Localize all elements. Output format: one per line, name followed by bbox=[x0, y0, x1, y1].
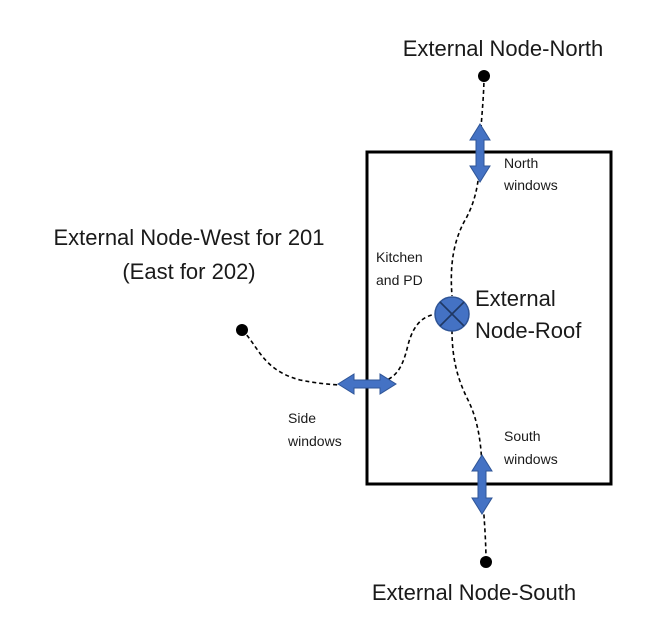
north-windows-label-line1: North bbox=[504, 155, 538, 171]
path-south bbox=[451, 329, 487, 563]
south-windows-label-line1: South bbox=[504, 428, 541, 444]
building-outline bbox=[365, 150, 613, 486]
path-north bbox=[450, 75, 485, 297]
kitchen-zone-label-line2: and PD bbox=[376, 272, 423, 288]
north-window-arrow bbox=[469, 123, 491, 183]
kitchen-zone-label-line1: Kitchen bbox=[376, 249, 423, 265]
roof-node-label-line1: External bbox=[475, 286, 556, 311]
path-west bbox=[241, 313, 439, 386]
side-windows-label-line2: windows bbox=[287, 433, 342, 449]
west-node-dot bbox=[236, 324, 248, 336]
north-node-label: External Node-North bbox=[403, 36, 604, 61]
side-window-arrow bbox=[337, 373, 397, 395]
west-node-label-line2: (East for 202) bbox=[122, 259, 255, 284]
south-node-dot bbox=[480, 556, 492, 568]
south-window-arrow bbox=[471, 454, 493, 515]
west-node-label-line1: External Node-West for 201 bbox=[53, 225, 324, 250]
north-node-dot bbox=[478, 70, 490, 82]
north-windows-label-line2: windows bbox=[503, 177, 558, 193]
south-windows-label-line2: windows bbox=[503, 451, 558, 467]
south-node-label: External Node-South bbox=[372, 580, 576, 605]
roof-node-label-line2: Node-Roof bbox=[475, 318, 582, 343]
side-windows-label-line1: Side bbox=[288, 410, 316, 426]
roof-node-icon bbox=[434, 296, 470, 332]
